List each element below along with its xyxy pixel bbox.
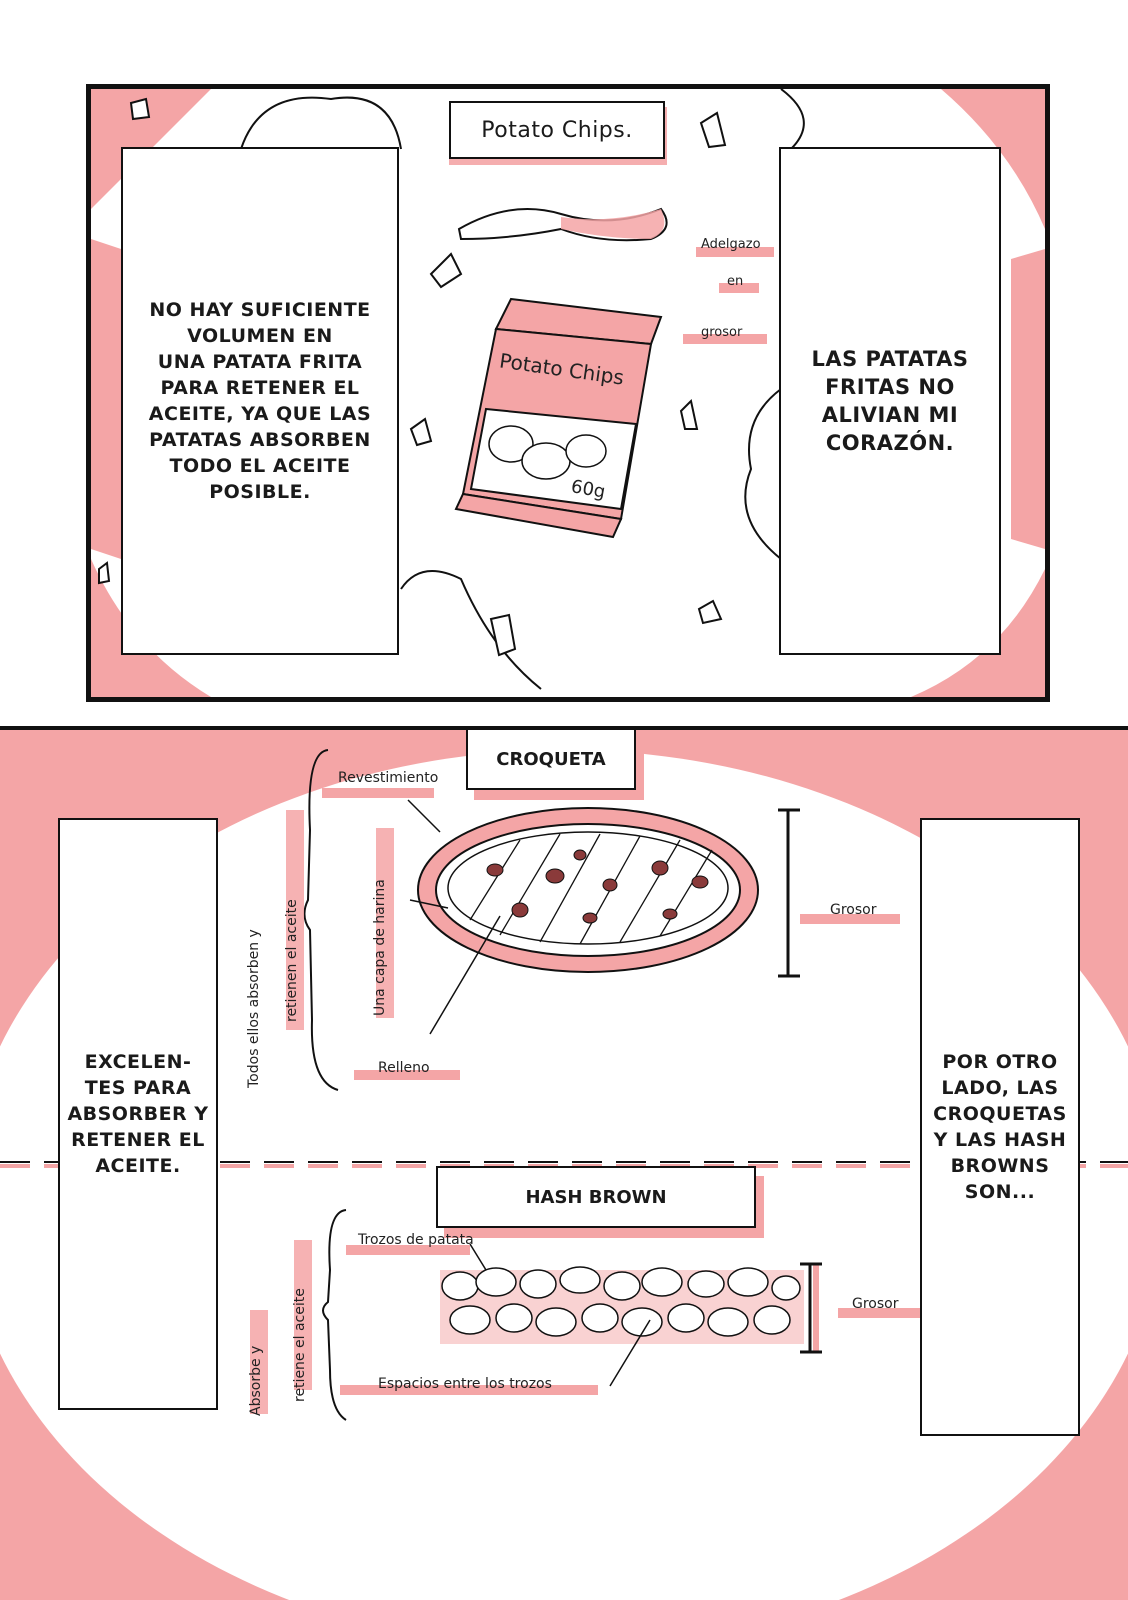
label-hash-group-2: retiene el aceite — [292, 1288, 308, 1402]
potato-chips-sign: Potato Chips. — [449, 101, 665, 159]
label-croqueta-grosor: Grosor — [830, 902, 877, 918]
thin-label-3: grosor — [701, 325, 743, 340]
label-espacios: Espacios entre los trozos — [378, 1376, 552, 1392]
label-croqueta-group-1: Todos ellos absorben y — [246, 929, 262, 1088]
label-hash-grosor: Grosor — [852, 1296, 899, 1312]
chip-bag — [454, 297, 663, 539]
label-revestimiento: Revestimiento — [338, 770, 439, 786]
croqueta-illustration — [303, 749, 800, 1091]
label-croqueta-group-2: retienen el aceite — [284, 899, 300, 1022]
thin-label-2: en — [727, 274, 744, 289]
croqueta-sign: CROQUETA — [466, 730, 636, 790]
thin-label-1: Adelgazo — [701, 237, 761, 252]
label-capa-harina: Una capa de harina — [372, 879, 388, 1016]
label-trozos-patata: Trozos de patata — [358, 1232, 474, 1248]
label-hash-group-1: Absorbe y — [248, 1345, 264, 1416]
top-left-caption-box: NO HAY SUFICIENTE VOLUMEN EN UNA PATATA … — [121, 147, 399, 655]
top-right-caption-box: LAS PATATAS FRITAS NO ALIVIAN MI CORAZÓN… — [779, 147, 1001, 655]
bottom-panel: EXCELEN- TES PARA ABSORBER Y RETENER EL … — [0, 726, 1128, 1600]
top-panel: NO HAY SUFICIENTE VOLUMEN EN UNA PATATA … — [86, 84, 1050, 702]
bottom-right-caption-box: POR OTRO LADO, LAS CROQUETAS Y LAS HASH … — [920, 818, 1080, 1436]
hash-brown-illustration — [322, 1209, 822, 1421]
bottom-left-caption-box: EXCELEN- TES PARA ABSORBER Y RETENER EL … — [58, 818, 218, 1410]
top-panel-background — [91, 89, 1045, 697]
hash-brown-sign: HASH BROWN — [436, 1166, 756, 1228]
label-relleno: Relleno — [378, 1060, 430, 1076]
